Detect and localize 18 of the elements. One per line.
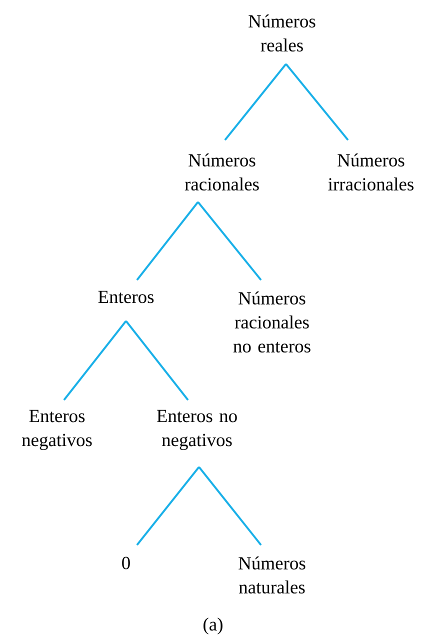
branch-line bbox=[136, 201, 199, 281]
number-label: Enteros negativos bbox=[22, 410, 92, 450]
number-label: 0 bbox=[122, 556, 130, 570]
branch-line bbox=[197, 201, 262, 281]
number-label: Números racionales bbox=[184, 153, 259, 191]
caption: (a) bbox=[204, 618, 222, 634]
number-label: Enteros no negativos bbox=[156, 410, 237, 450]
number-label: Números reales bbox=[248, 14, 316, 52]
branch-line bbox=[285, 63, 349, 141]
branch-line bbox=[125, 320, 189, 401]
branch-line bbox=[198, 466, 262, 546]
number-label: Enteros bbox=[98, 290, 154, 304]
branch-line bbox=[136, 466, 200, 546]
number-label: Números irracionales bbox=[328, 153, 414, 191]
branch-line bbox=[63, 320, 127, 401]
number-label: Números racionales no enteros bbox=[233, 291, 310, 353]
branch-line bbox=[224, 63, 287, 141]
number-label: Números naturales bbox=[238, 556, 306, 594]
